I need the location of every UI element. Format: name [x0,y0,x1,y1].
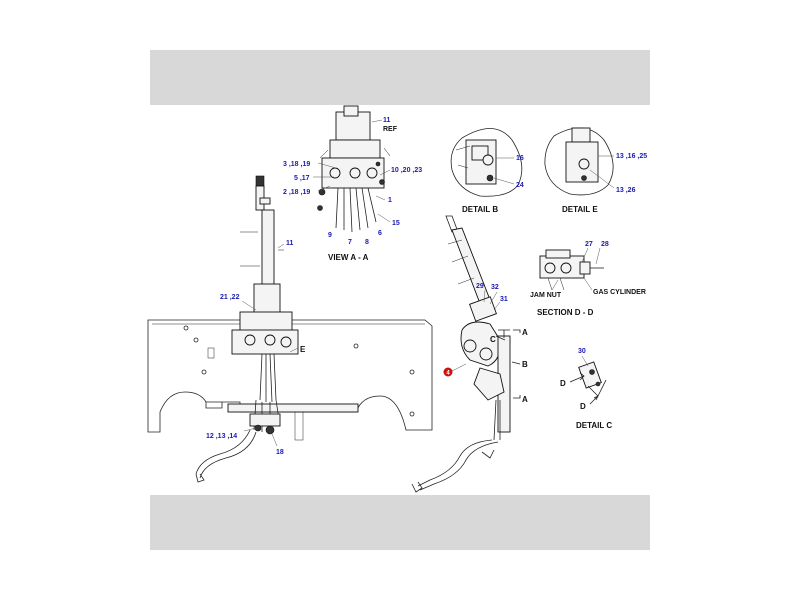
detail-b-title: DETAIL B [462,205,498,214]
detail-c-drawing [578,361,607,397]
callout-29: 29 [476,283,484,290]
callout-3-18-19: 3 ,18 ,19 [283,161,310,168]
marker-a-1: A [522,328,528,337]
callout-1: 1 [388,197,392,204]
callout-13-26: 13 ,26 [616,187,636,194]
callout-24: 24 [516,182,524,189]
detail-e-drawing [544,127,614,196]
detail-b-drawing [450,128,523,197]
callout-4: 4 [446,371,450,377]
gas-cylinder-note: GAS CYLINDER [593,289,646,296]
side-assembly [411,215,511,493]
callout-7: 7 [348,239,352,246]
section-dd-title: SECTION D - D [537,308,594,317]
callout-16: 16 [516,155,524,162]
marker-d-2: D [580,402,586,411]
top-placeholder-bar [150,50,650,105]
callout-11-main: 11 [286,240,294,247]
marker-e: E [300,345,306,354]
jam-nut-note: JAM NUT [530,292,562,299]
view-aa-title: VIEW A - A [328,253,369,262]
marker-b: B [522,360,528,369]
callout-27: 27 [585,241,593,248]
detail-e-title: DETAIL E [562,205,598,214]
callout-12-13-14: 12 ,13 ,14 [206,433,237,440]
highlighted-callout-4-marker[interactable] [443,367,453,377]
front-frame-panel [147,319,433,441]
callout-9: 9 [328,232,332,239]
view-aa-assembly [317,105,391,233]
ref-note: REF [383,126,398,133]
callout-21-22: 21 ,22 [220,294,240,301]
section-dd-drawing [539,249,604,291]
marker-d-1: D [560,379,566,388]
detail-c-title: DETAIL C [576,421,612,430]
callout-28: 28 [601,241,609,248]
steering-column [195,175,299,483]
callout-8: 8 [365,239,369,246]
callout-11-top: 11 [383,117,391,124]
callout-10-20-23: 10 ,20 ,23 [391,167,422,174]
callout-2-18-19: 2 ,18 ,19 [283,189,310,196]
callout-18: 18 [276,449,284,456]
callout-30: 30 [578,348,586,355]
callout-6: 6 [378,230,382,237]
callout-31: 31 [500,296,508,303]
marker-a-2: A [522,395,528,404]
callout-5-17: 5 ,17 [294,175,310,182]
bottom-placeholder-bar [150,495,650,550]
marker-c: C [490,335,496,344]
callout-32: 32 [491,284,499,291]
callout-13-16-25: 13 ,16 ,25 [616,153,647,160]
callout-15: 15 [392,220,400,227]
